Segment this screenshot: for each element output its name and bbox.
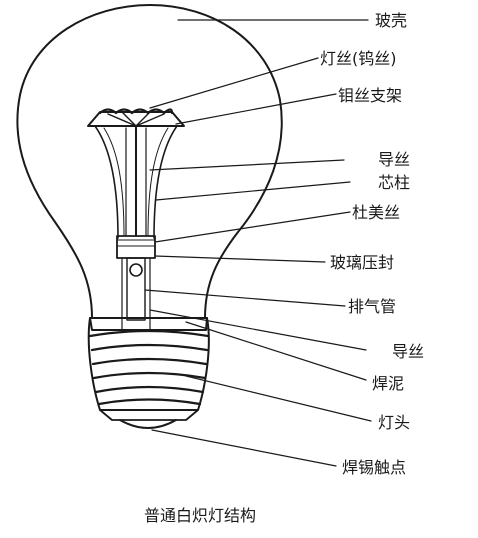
label-glass-press-seal: 玻璃压封 (330, 253, 394, 272)
stem-flare (94, 125, 178, 239)
label-filament: 灯丝(钨丝) (320, 49, 397, 68)
label-molybdenum-support: 钼丝支架 (338, 86, 402, 105)
label-glass-shell: 玻壳 (375, 11, 407, 30)
label-solder-paste: 焊泥 (372, 374, 404, 393)
dumet-wire-band (116, 239, 156, 247)
stem-flare-inner (103, 127, 169, 237)
filament-holder (87, 111, 185, 127)
label-lead-wire-lower: 导丝 (392, 342, 424, 361)
label-lead-wire-upper: 导丝 (378, 150, 410, 169)
exhaust-tube-hole (129, 263, 143, 277)
leader-lines (144, 19, 372, 467)
figure-caption: 普通白炽灯结构 (144, 506, 256, 525)
glass-bulb-outline (16, 4, 283, 319)
lamp-base (87, 317, 210, 421)
exhaust-tube (126, 257, 146, 321)
filament-coil (98, 108, 174, 115)
molybdenum-supports (107, 111, 165, 127)
label-dumet-wire: 杜美丝 (352, 203, 400, 222)
solder-contact (119, 419, 177, 429)
label-solder-contact: 焊锡触点 (342, 458, 406, 477)
label-lamp-base: 灯头 (378, 413, 410, 432)
label-stem: 芯柱 (378, 173, 410, 192)
label-exhaust-tube: 排气管 (348, 297, 396, 316)
glass-press-seal (116, 235, 156, 259)
